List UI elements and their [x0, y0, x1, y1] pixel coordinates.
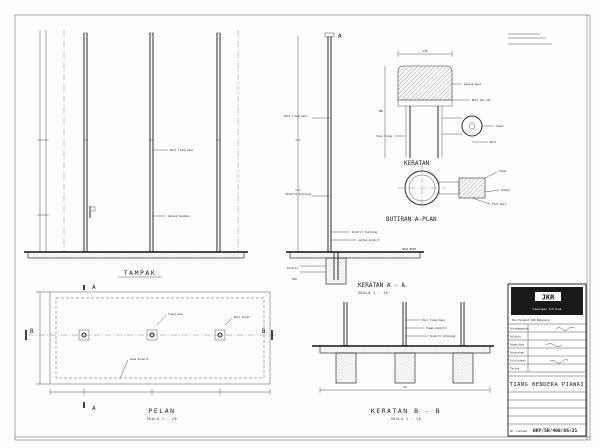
keratan-aa-scale: SKALA 1 : 10	[358, 291, 388, 295]
title-block-frame	[507, 283, 587, 437]
row-label-1: Dilukis	[510, 335, 521, 339]
bb-dim: 50	[403, 385, 407, 389]
detail-note-4: Bolt	[490, 140, 497, 144]
keratan-detail-title: KERATAN	[404, 160, 430, 167]
pelan-plan: A A B B Tiang besi Besi bulat Asas konkr…	[25, 284, 278, 421]
keratan-bb-scale: SKALA 1 : 10	[391, 417, 421, 421]
section-marker-a-plan-top: A	[92, 284, 96, 291]
flag-pole-right	[216, 32, 221, 252]
pole-cap	[397, 65, 453, 101]
bb-footing-centre	[394, 352, 416, 384]
aa-note-concrete: Konkrit	[287, 266, 298, 270]
butiran-a-plan: Takal Kimpal Plat besi BUTIRAN A-PLAN	[386, 166, 511, 223]
pole-label-lower: Gelang bendera	[168, 214, 190, 218]
keratan-aa-title: KERATAN A - A	[358, 282, 405, 289]
detail-note-1: Gelang besi	[464, 82, 482, 86]
aa-footing	[325, 257, 347, 285]
keratan-label-1: Paip tiang besi	[284, 114, 308, 118]
butiran-note-6: Takal	[499, 169, 507, 173]
department-name: Ibu Pejabat JKR Malaysia	[512, 318, 550, 322]
bb-note-1: Paip tiang besi	[422, 318, 446, 322]
pelan-note-1: Tiang besi	[168, 312, 184, 316]
keratan-base-slab	[289, 251, 421, 259]
row-label-4: Diluluskan	[510, 359, 526, 363]
pelan-scale: SKALA 1 : 20	[147, 417, 177, 421]
row-label-0: Direkabentuk	[510, 327, 529, 331]
plan-base-left	[78, 329, 90, 341]
keratan-bb: Paip tiang besi Tapak konkrit Konkrit te…	[312, 302, 494, 421]
pole-label: Paip tiang besi	[170, 148, 194, 152]
plan-base-right	[214, 329, 226, 341]
keratan-label-4: Lantai konkrit	[358, 238, 380, 242]
title-block: JKR Cawangan Arkitek Ibu Pejabat JKR Mal…	[507, 283, 587, 437]
butiran-title: BUTIRAN A-PLAN	[386, 216, 437, 223]
tampak-title: TAMPAK	[124, 269, 156, 277]
bb-note-3: Konkrit tetulang	[430, 334, 455, 338]
butiran-note-7: Kimpal	[501, 188, 511, 192]
section-marker-b-right: B	[262, 328, 266, 335]
row-label-2: Diperiksa	[510, 343, 524, 347]
section-marker-b-left: B	[30, 328, 34, 335]
plan-base-centre	[146, 329, 158, 341]
bb-note-2: Tapak konkrit	[426, 326, 447, 330]
pelan-note-2: Besi bulat	[234, 315, 250, 319]
bb-footing-left	[335, 352, 357, 384]
signature-1	[555, 326, 575, 331]
keratan-aa: Konkrit 100 KERATAN A - A SKALA 1 : 10	[287, 252, 405, 295]
keratan-label-2: Konkrit tetulang	[286, 192, 311, 196]
pulley-block-plan	[458, 177, 486, 199]
butiran-note-8: Plat besi	[492, 202, 506, 206]
drawing-title: TIANG BENDERA PIAWAI	[510, 382, 584, 388]
bb-footing-right	[452, 352, 474, 384]
dim-detail-height: 200	[378, 109, 383, 113]
tampak-elevation: Paip tiang besi Gelang bendera TAMPAK	[24, 30, 248, 278]
flag-pole-left	[83, 32, 88, 252]
bb-slab	[319, 345, 491, 354]
jkr-logo-text: JKR	[542, 294, 555, 302]
flag-marker-icon	[89, 206, 96, 218]
row-label-5: Tarikh	[510, 367, 520, 371]
pulley-icon	[461, 115, 483, 137]
detail-note-5: Paip tiang	[376, 134, 392, 138]
keratan-detail: 150 200 Gelang besi Bolt dan nat Takal B…	[376, 33, 552, 167]
drawing-no-label: No. Lukisan	[510, 429, 528, 433]
dim-cap-width: 150	[423, 49, 428, 53]
detail-note-3: Takal	[496, 124, 504, 128]
sheet-border	[14, 14, 591, 441]
aa-dim: 100	[292, 277, 297, 281]
pelan-title: PELAN	[148, 407, 175, 415]
plan-slab-inner	[55, 297, 265, 379]
drawing-number: BKP/SR/400/86/21	[533, 428, 577, 434]
section-marker-a-plan-bottom: A	[92, 405, 96, 412]
keratan-label-3: Konkrit tetulang	[352, 230, 377, 234]
signature-3	[549, 358, 569, 364]
title-block-rows: Direkabentuk Dilukis Diperiksa Disyorkan…	[508, 324, 586, 373]
jkr-logo-subtext: Cawangan Arkitek	[533, 307, 562, 311]
tampak-base-slab	[27, 251, 245, 259]
detail-note-2: Bolt dan nat	[472, 98, 491, 102]
ground-level-label: ARAS BUMI	[402, 247, 416, 251]
pelan-note-3: Asas konkrit	[130, 357, 149, 361]
plan-slab-outline	[49, 291, 271, 385]
keratan-section-elevation: A Paip tiang besi Konkrit tetulang Konkr…	[284, 32, 424, 259]
row-label-3: Disyorkan	[510, 351, 524, 355]
signature-2	[545, 343, 563, 347]
keratan-bb-title: KERATAN B - B	[371, 407, 441, 415]
section-marker-a-top: A	[338, 33, 342, 40]
flag-pole-centre	[149, 32, 154, 252]
